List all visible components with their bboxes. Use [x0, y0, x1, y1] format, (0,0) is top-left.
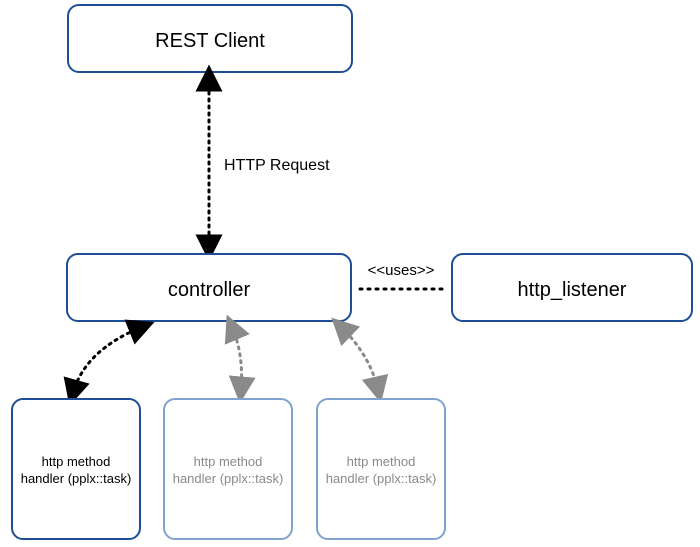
controller-node: controller [66, 253, 352, 322]
handler-2-arrow [224, 314, 256, 404]
handler-3-line1: http method [347, 454, 416, 469]
handler-1-line2: handler (pplx::task) [21, 471, 132, 486]
http-request-label: HTTP Request [224, 157, 330, 174]
controller-label: controller [168, 279, 251, 301]
handler-3-arrow [331, 317, 389, 404]
uses-label: <<uses>> [368, 262, 435, 279]
handler-node-2: http method handler (pplx::task) [163, 398, 293, 540]
handler-1-arrow [63, 319, 155, 407]
http-listener-label: http_listener [518, 279, 627, 301]
handler-1-line1: http method [42, 454, 111, 469]
http-listener-node: http_listener [451, 253, 693, 322]
handler-2-line1: http method [194, 454, 263, 469]
handler-node-3: http method handler (pplx::task) [316, 398, 446, 540]
rest-client-label: REST Client [155, 30, 265, 52]
handler-node-1: http method handler (pplx::task) [11, 398, 141, 540]
handler-2-line2: handler (pplx::task) [173, 471, 284, 486]
rest-client-node: REST Client [67, 4, 353, 73]
handler-3-line2: handler (pplx::task) [326, 471, 437, 486]
